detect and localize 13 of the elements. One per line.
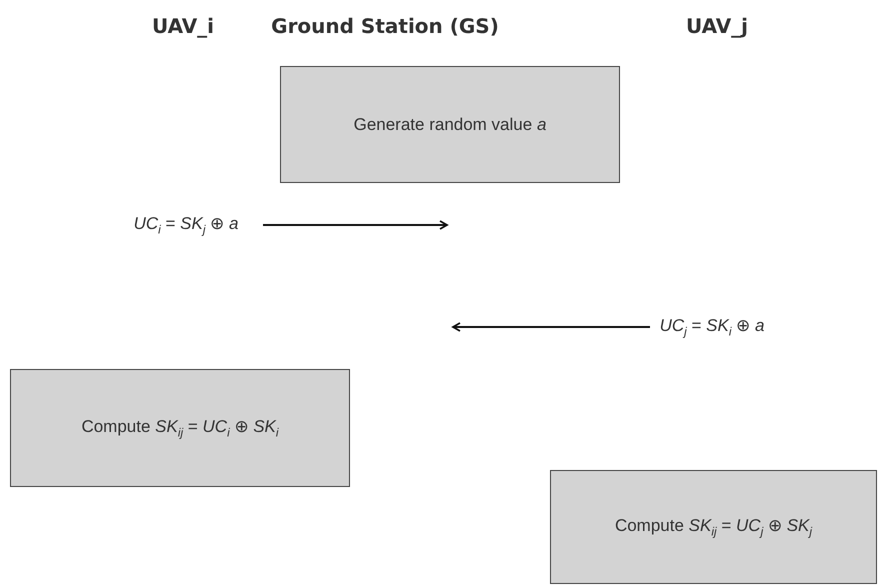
process-box — [550, 470, 877, 584]
message-formula: UC$_{j}$ = SK$_{i}$ ⊕ a — [660, 315, 764, 339]
arrow — [452, 322, 650, 332]
process-text: Generate random value a — [354, 114, 546, 134]
column-heading: Ground Station (GS) — [271, 14, 499, 38]
arrow — [263, 220, 448, 230]
process-box — [280, 66, 620, 183]
process-box — [10, 369, 350, 487]
column-heading: UAV_j — [686, 14, 748, 38]
process-text: Compute SK$_{ij}$ = UC$_{j}$ ⊕ SK$_{j}$ — [614, 515, 812, 539]
message-formula: UC$_{i}$ = SK$_{j}$ ⊕ a — [134, 213, 238, 237]
process-text: Compute SK$_{ij}$ = UC$_{i}$ ⊕ SK$_{i}$ — [81, 416, 279, 440]
column-heading: UAV_i — [152, 14, 214, 38]
